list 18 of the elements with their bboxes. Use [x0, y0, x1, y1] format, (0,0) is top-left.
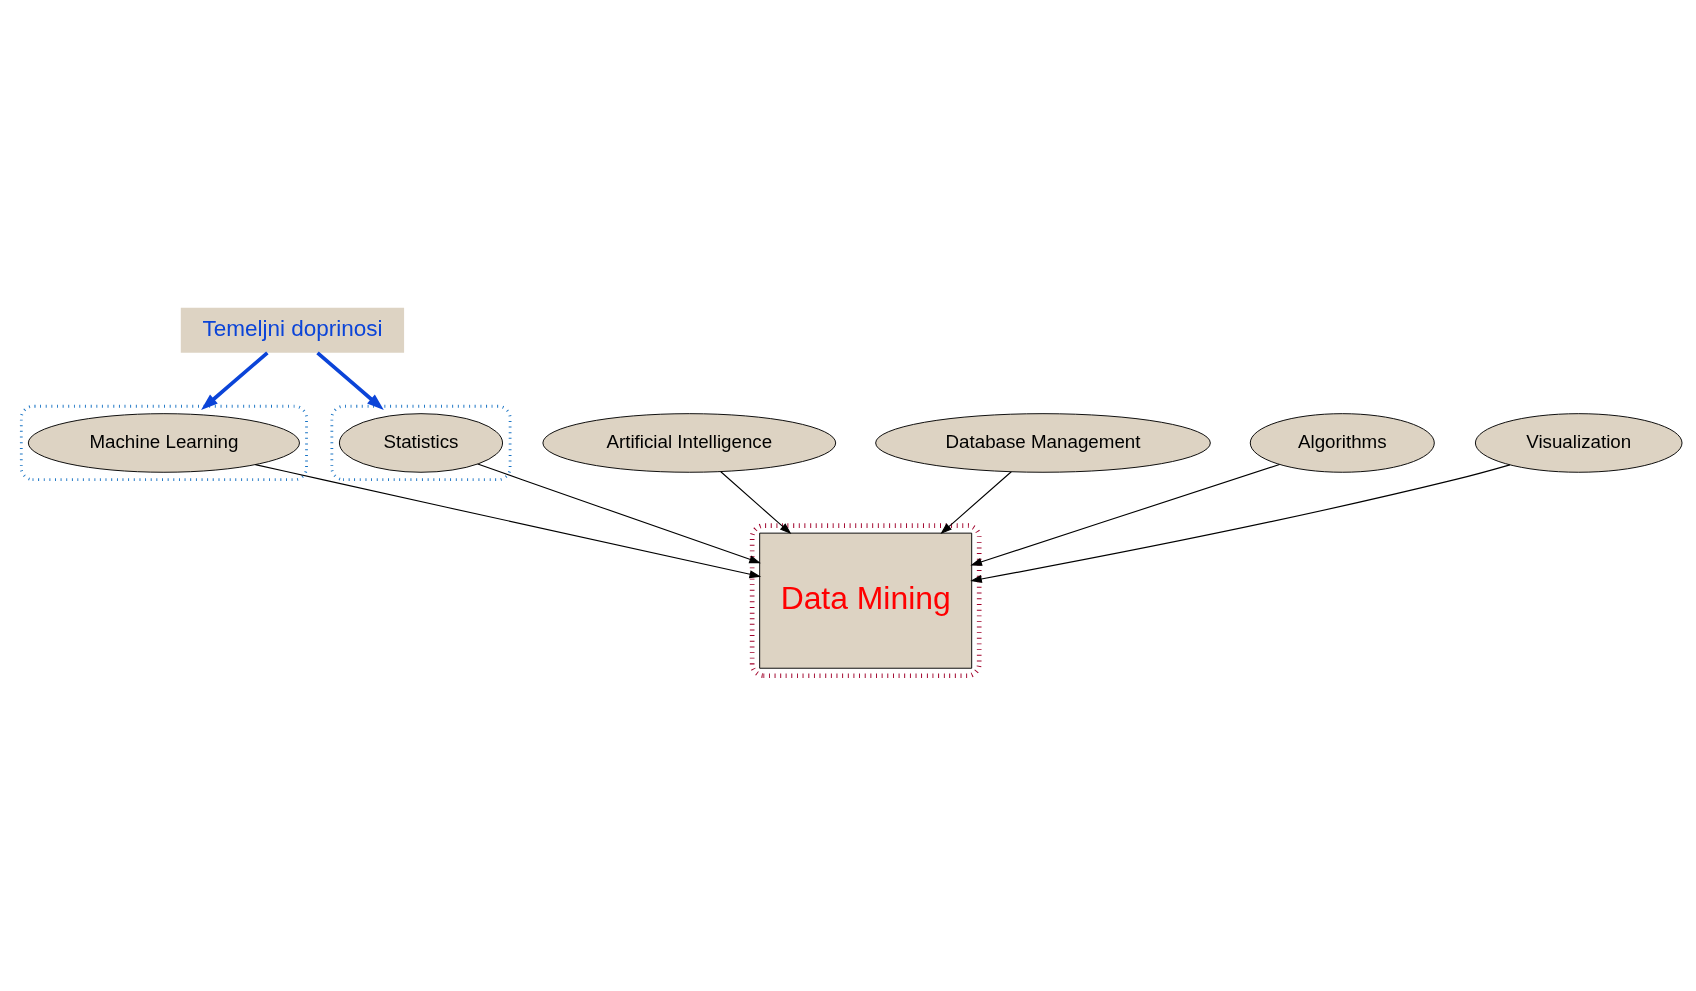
arrow — [970, 463, 1281, 566]
arrow — [970, 464, 1511, 583]
node-box: Temeljni doprinosi — [180, 307, 405, 353]
cluster — [19, 404, 308, 482]
arrow — [720, 471, 792, 535]
arrow — [254, 464, 762, 579]
node-ellipse: Machine Learning — [27, 413, 300, 473]
node-ellipse: Statistics — [338, 413, 504, 473]
node-ellipse: Database Management — [875, 413, 1211, 473]
node-box: Data Mining — [759, 532, 973, 669]
arrow — [940, 471, 1012, 535]
arrow — [316, 351, 384, 410]
node-ellipse: Visualization — [1474, 413, 1683, 473]
arrow — [477, 463, 761, 564]
cluster — [330, 404, 512, 482]
node-ellipse: Artificial Intelligence — [542, 413, 837, 473]
arrow — [201, 351, 269, 410]
node-ellipse: Algorithms — [1249, 413, 1435, 473]
